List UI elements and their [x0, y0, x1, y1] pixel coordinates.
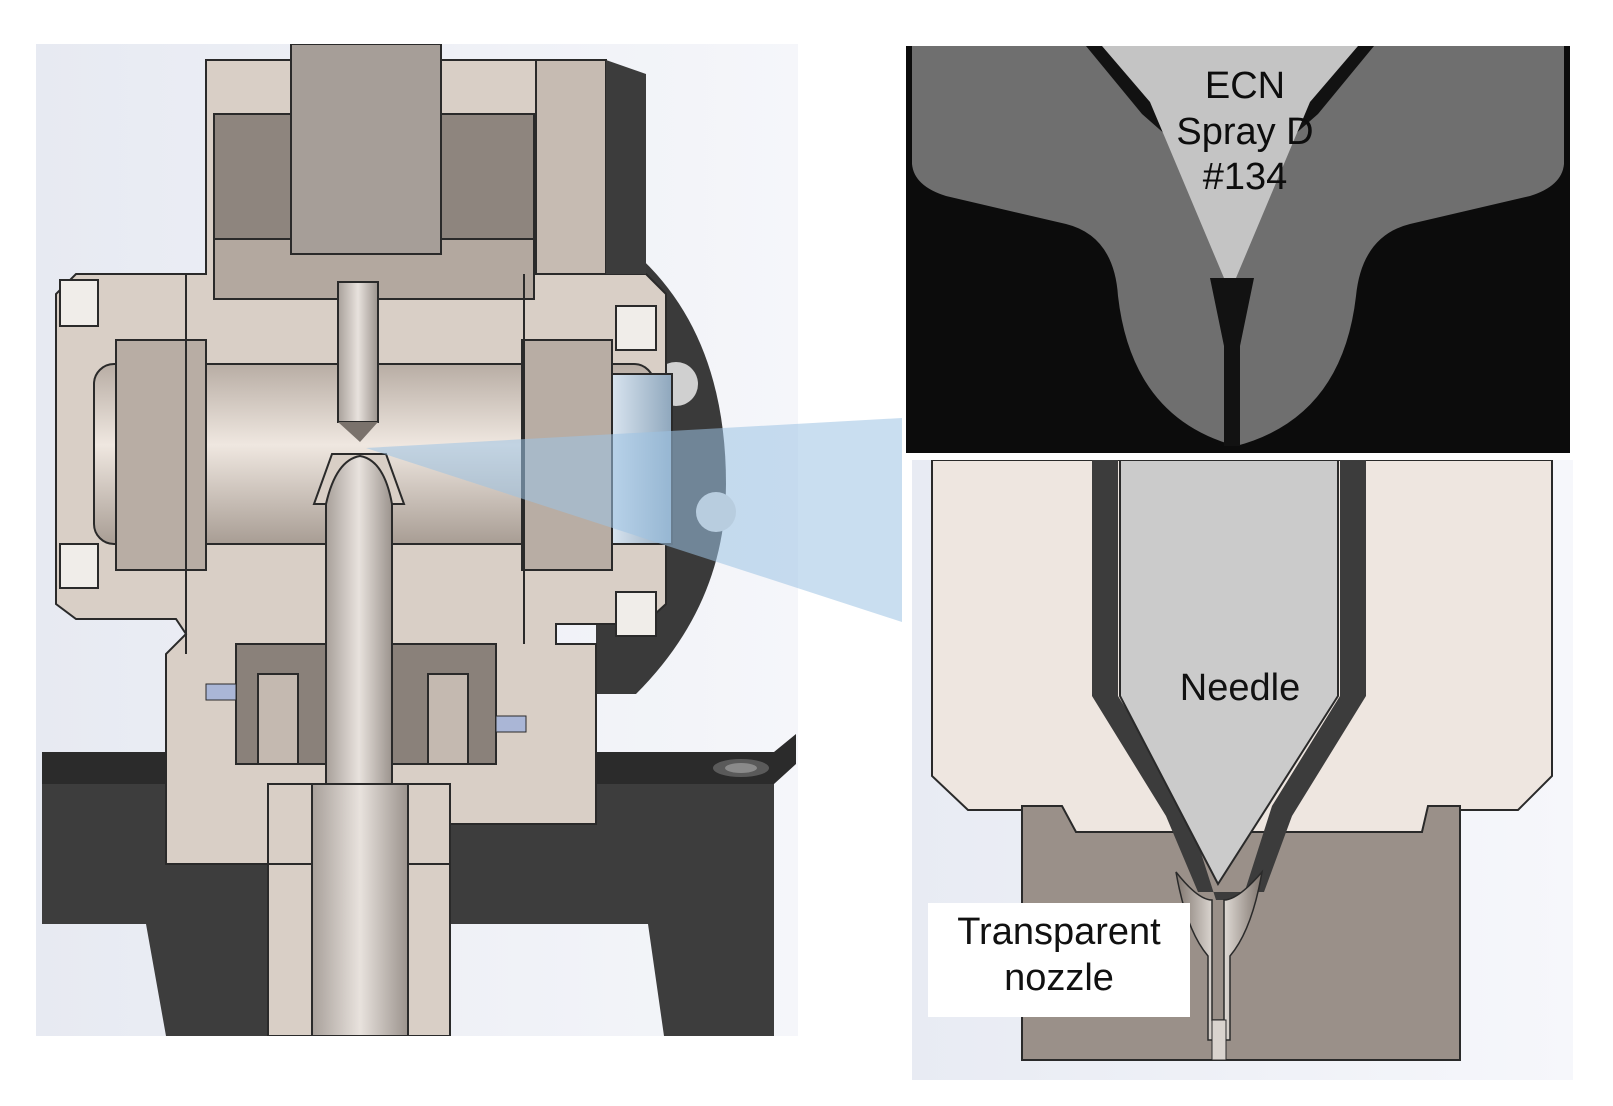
nozzle-label-box: [928, 903, 1190, 1017]
needle-shape: [1119, 460, 1339, 886]
upper-rod: [290, 44, 442, 255]
xray-needle: [1102, 46, 1358, 278]
xray-label-line1: ECN: [1204, 65, 1286, 107]
xray-image: [906, 46, 1570, 453]
needle-label: Needle: [1179, 667, 1301, 709]
nozzle-label-line1: Transparent: [957, 911, 1161, 953]
cad-drawing: [36, 44, 798, 1036]
transparent-nozzle-label: Transparent nozzle: [928, 910, 1190, 1001]
xray-label-line2: Spray D: [1176, 110, 1314, 153]
xray-label-line3: #134: [1202, 156, 1288, 199]
optical-window: [611, 373, 673, 545]
injector-cad-cross-section: [36, 44, 798, 1036]
nozzle-orifice: [1211, 1019, 1227, 1061]
xray-orifice: [1210, 278, 1254, 446]
xray-sample-label: ECN Spray D #134: [1150, 64, 1340, 201]
bolt-head-right: [696, 492, 736, 532]
xray-radiograph: [906, 46, 1570, 453]
nozzle-label-line2: nozzle: [1004, 956, 1114, 999]
needle-bore: [1092, 460, 1366, 900]
nozzle-sac: [1175, 869, 1264, 1041]
